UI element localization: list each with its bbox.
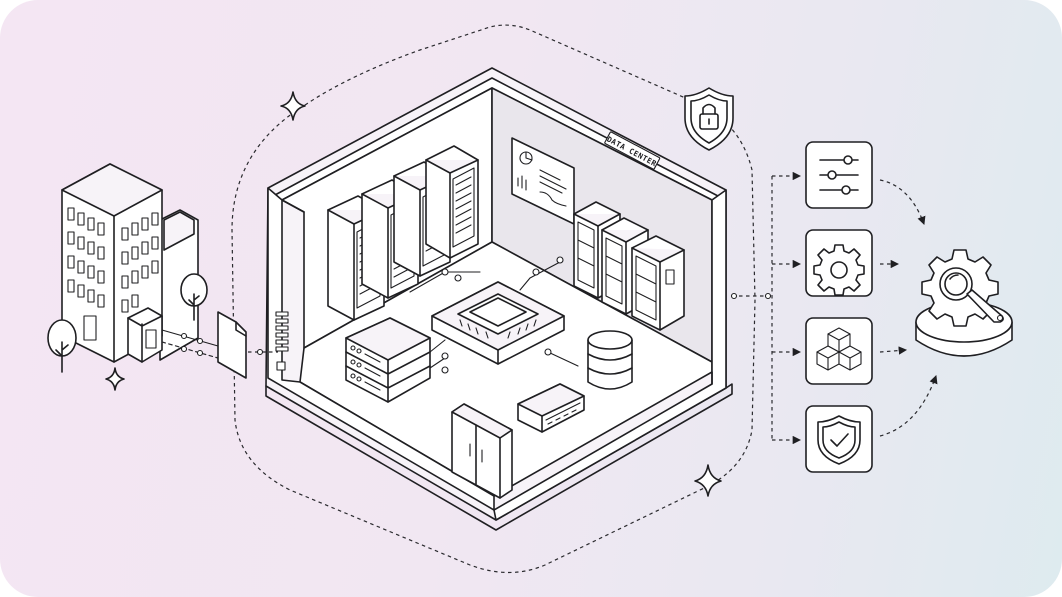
padlock-shield-icon [684,87,734,151]
gear-icon [805,229,873,297]
server-rack-icon [425,145,479,259]
right-connectors [730,171,802,445]
sliders-icon [805,141,873,209]
document-icon [217,311,247,379]
storage-server-icon [345,317,431,403]
sparkle-icon [694,464,722,497]
dashboard-screen-icon [511,137,575,225]
cabinet-icon [451,403,513,499]
sparkle-icon [105,367,125,391]
result-arrows [879,179,938,437]
trees-icon [47,273,208,373]
network-switch-icon [517,383,585,433]
gear-magnifier-platform-icon [915,249,1013,357]
shield-check-icon [805,405,873,473]
data-center-room: DATA CENTER [265,67,733,531]
office-building-icon [61,163,199,363]
sparkle-icon [280,91,306,121]
database-icon [587,330,633,390]
cubes-icon [805,317,873,385]
server-rack-icon [631,235,685,331]
router-chip-icon [431,281,565,365]
